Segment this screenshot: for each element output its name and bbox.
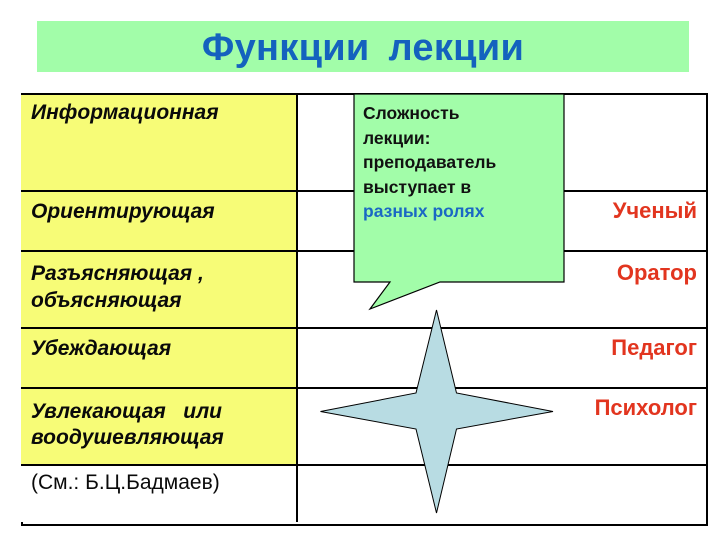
callout-line: лекции: [363,127,431,148]
function-label-line2: воодушевляющая [31,426,224,449]
title-band: Функции лекции [37,21,689,72]
function-cell-orienting: Ориентирующая [21,191,297,250]
function-cell-persuading: Убеждающая [21,328,297,387]
function-label-line1: Разъясняющая , [31,262,204,285]
function-label-line2: объясняющая [31,289,182,312]
row-divider [21,464,706,466]
four-pointed-star-icon [320,309,554,514]
page-title: Функции лекции [201,26,525,69]
function-cell-explaining: Разъясняющая , объясняющая [21,251,297,327]
function-cell-inspiring: Увлекающая или воодушевляющая [21,388,297,464]
row-divider [21,327,706,329]
speech-bubble-icon [353,93,565,311]
callout-line: преподаватель [363,152,497,173]
callout-text: Сложность лекции: преподаватель выступае… [363,101,563,224]
function-label: Убеждающая [31,337,172,360]
callout-highlight: разных ролях [363,201,485,222]
citation-text: (См.: Б.Ц.Бадмаев) [31,471,220,494]
callout-line: выступает в [363,176,472,197]
function-cell-informational: Информационная [21,95,297,190]
role-orator: Оратор [616,260,697,285]
role-scientist: Ученый [612,198,697,223]
citation-cell: (См.: Б.Ц.Бадмаев) [21,465,297,522]
column-divider [296,95,298,522]
function-label: Ориентирующая [31,200,215,223]
row-divider [21,387,706,389]
role-pedagogue: Педагог [611,335,697,360]
function-label-line1: Увлекающая или [31,400,222,423]
callout-line: Сложность [363,103,460,123]
function-label: Информационная [31,101,219,124]
role-psychologist: Психолог [594,395,697,420]
